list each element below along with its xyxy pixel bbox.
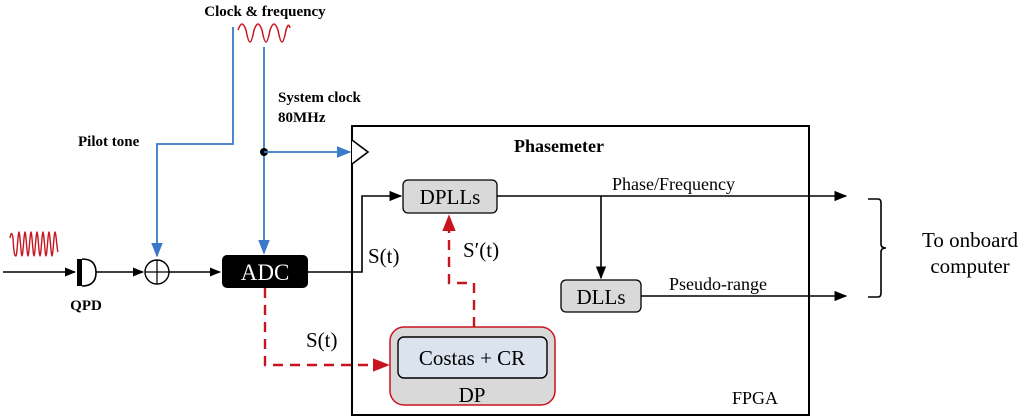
output-brace-icon [868,198,887,298]
costas-cr-block [397,336,548,379]
destination-label-line1: To onboard [922,228,1018,252]
adc-to-dplls-signal-label: S(t) [368,244,400,268]
adc-block: ADC [222,255,308,288]
qpd-detector [77,258,97,287]
qpd-label: QPD [70,298,102,314]
adc-to-dp-signal-label: S(t) [306,328,338,352]
clock-input-triangle-icon [351,139,370,165]
fpga-phasemeter-box [351,125,810,416]
dplls-label: DPLLs [420,185,481,209]
system-clock-label: System clock [278,90,362,106]
dp-to-dplls-dashed-line [442,214,476,327]
clock-sine-wave-icon [237,23,291,43]
dp-block: Costas + CR DP [389,326,556,407]
adc-label: ADC [241,260,290,285]
summing-junction-icon [144,259,170,285]
phase-frequency-label: Phase/Frequency [612,174,735,194]
phasemeter-title: Phasemeter [514,136,604,156]
adc-to-dplls-line [308,190,403,273]
dplls-block: DPLLs [402,179,498,214]
pseudo-range-label: Pseudo-range [669,274,767,294]
dlls-label: DLLs [577,285,626,309]
fpga-label: FPGA [732,388,778,408]
dp-to-dplls-signal-label: S′(t) [463,238,499,262]
costas-cr-label: Costas + CR [419,346,525,370]
destination-label-line2: computer [930,254,1009,278]
dp-label: DP [459,383,486,407]
input-signal-wave-icon [9,231,59,257]
pilot-tone-label: Pilot tone [78,134,140,150]
dlls-block: DLLs [560,279,642,313]
pilot-tone-line [151,27,234,258]
clock-frequency-label: Clock & frequency [204,4,326,20]
adc-to-dp-dashed-line [263,288,390,372]
system-clock-frequency-label: 80MHz [278,110,326,126]
